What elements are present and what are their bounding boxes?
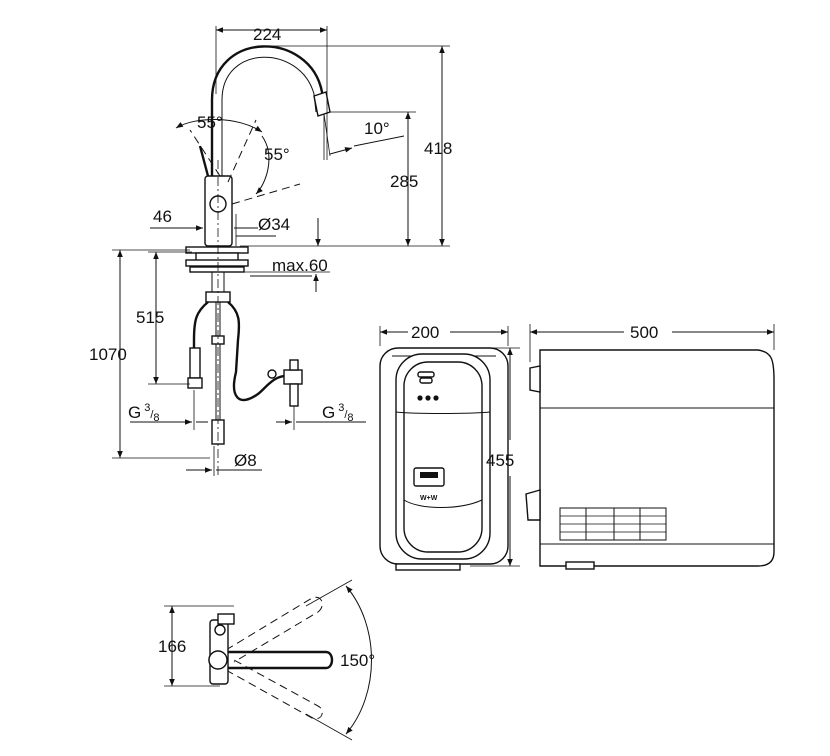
- faucet-dimension-lines: [112, 26, 450, 476]
- unit-side-view: [525, 349, 775, 570]
- lever-offset-label: 46: [153, 207, 172, 226]
- unit-depth-label: 500: [630, 323, 658, 342]
- thread-cold-base: G: [128, 403, 141, 422]
- thread-hot-slash: /: [344, 409, 348, 421]
- thread-hot-base: G: [322, 403, 335, 422]
- body-diameter-label: Ø34: [258, 215, 290, 234]
- faucet-side-view: [185, 45, 331, 445]
- thread-cold-slash: /: [150, 409, 154, 421]
- outlet-height-label: 285: [390, 172, 418, 191]
- pipe-diameter-label: Ø8: [234, 451, 257, 470]
- top-view-depth-label: 166: [158, 637, 186, 656]
- faucet-dimension-labels: 224 418 285 55° 55° 10° 46 Ø34 max.60 51…: [89, 25, 452, 470]
- unit-front-dimensions: 200 455: [379, 323, 520, 567]
- thread-hot-num: 3: [338, 402, 344, 414]
- thread-cold-den: 8: [153, 412, 159, 424]
- handle-angle-left-label: 55°: [197, 113, 223, 132]
- shank-length-label: 515: [136, 308, 164, 327]
- total-height-label: 418: [424, 139, 452, 158]
- hose-length-label: 1070: [89, 345, 127, 364]
- unit-height-label: 455: [486, 451, 514, 470]
- faucet-top-view: [208, 596, 334, 720]
- unit-front-view: W+W: [379, 347, 509, 571]
- spout-reach-label: 224: [253, 25, 281, 44]
- thread-cold-num: 3: [144, 402, 150, 414]
- max-deck-thickness-label: max.60: [272, 256, 328, 275]
- unit-side-dimensions: 500: [529, 323, 775, 362]
- faucet-top-dimensions: 166 150°: [158, 579, 375, 741]
- swivel-angle-label: 150°: [340, 651, 375, 670]
- unit-button-label: W+W: [420, 495, 438, 502]
- spout-tilt-label: 10°: [364, 119, 390, 138]
- handle-angle-right-label: 55°: [264, 145, 290, 164]
- thread-hot-den: 8: [347, 412, 353, 424]
- unit-width-label: 200: [411, 323, 439, 342]
